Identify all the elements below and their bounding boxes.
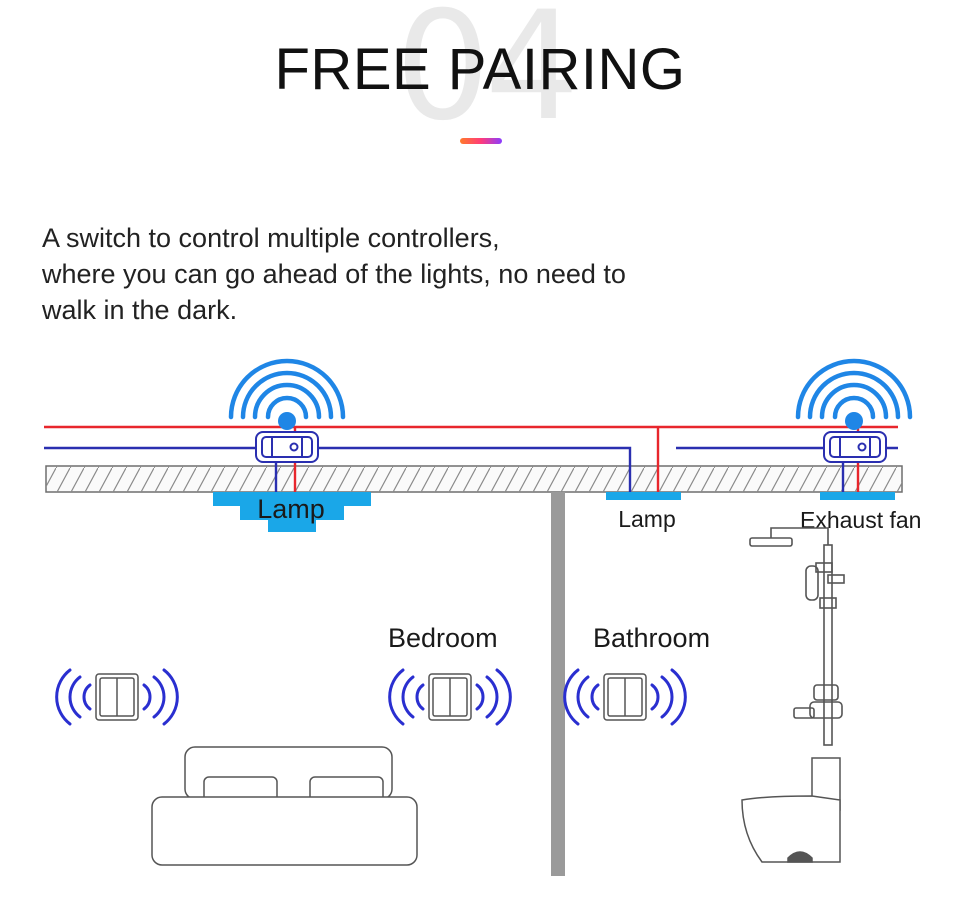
description-line: walk in the dark. <box>42 295 238 325</box>
wireless-switch-icon <box>388 668 512 726</box>
dividing-wall <box>551 492 565 876</box>
bedroom-label: Bedroom <box>388 623 498 653</box>
description: A switch to control multiple controllers… <box>42 220 626 328</box>
exhaust-fan-label: Exhaust fan <box>800 507 921 533</box>
smart-controller-icon <box>255 431 319 463</box>
title-accent-bar <box>460 138 502 144</box>
lamp-label: Lamp <box>257 494 325 524</box>
wifi-signal-icon <box>228 358 346 430</box>
description-line: where you can go ahead of the lights, no… <box>42 259 626 289</box>
smart-controller-icon <box>823 431 887 463</box>
bed-icon <box>151 746 418 866</box>
ceiling-slab <box>45 465 903 493</box>
bathroom-label: Bathroom <box>593 623 710 653</box>
shower-icon <box>749 527 845 746</box>
toilet-icon <box>741 757 841 863</box>
wireless-switch-icon <box>563 668 687 726</box>
description-line: A switch to control multiple controllers… <box>42 223 500 253</box>
section-number: 04 <box>395 0 580 154</box>
lamp-label: Lamp <box>618 506 676 532</box>
wifi-signal-icon <box>795 358 913 430</box>
ceiling-lamp <box>606 492 681 500</box>
exhaust-fan <box>820 492 895 500</box>
ceiling-lamp <box>213 492 371 532</box>
page-title: FREE PAIRING <box>274 37 686 102</box>
wireless-switch-icon <box>55 668 179 726</box>
